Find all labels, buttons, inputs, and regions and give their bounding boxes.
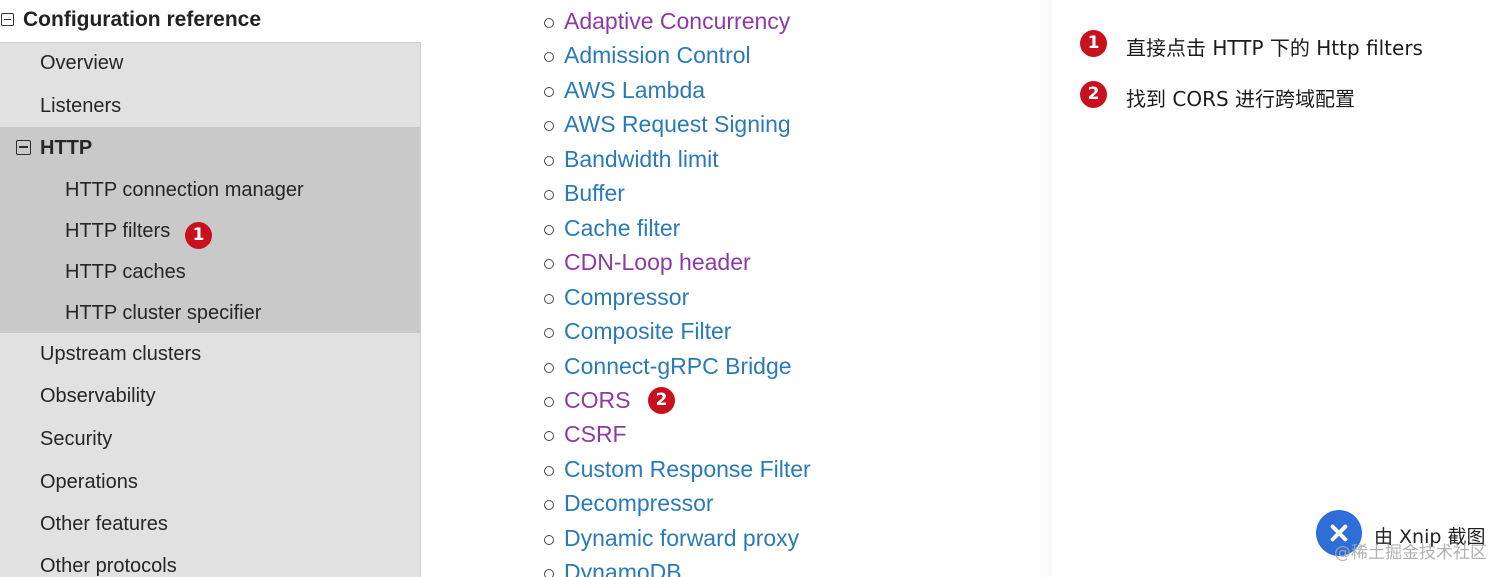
filter-link[interactable]: Dynamic forward proxy [564,524,800,551]
bullet-icon [544,328,554,339]
step-badge: 1 [1080,30,1107,57]
bullet-icon [544,431,554,442]
bullet-icon [544,465,554,476]
watermark-text: 由 Xnip 截图 [1374,526,1486,548]
bullet-icon [544,121,554,132]
filter-link[interactable]: Cache filter [564,214,681,241]
sidebar-item-label: Overview [40,52,124,74]
sidebar-item-label: Listeners [40,95,122,117]
annotation-panel [1052,0,1512,577]
sidebar-item-label: Other features [40,513,168,535]
bullet-icon [544,224,554,235]
watermark-subtext: @稀土掘金技术社区 [1334,543,1487,563]
filter-link[interactable]: AWS Lambda [564,76,706,103]
bullet-icon [544,18,554,28]
sidebar-item-label: HTTP cluster specifier [65,302,262,324]
sidebar-item-label: HTTP caches [65,261,186,283]
bullet-icon [544,362,554,373]
sidebar-item-label: HTTP connection manager [65,179,304,201]
filter-link[interactable]: CDN-Loop header [564,249,751,276]
bullet-icon [544,190,554,201]
collapse-icon[interactable] [16,140,31,155]
bullet-icon [544,52,554,63]
step-badge: 1 [185,222,212,249]
sidebar-item-label: Operations [40,471,138,493]
filter-link[interactable]: Composite Filter [564,318,732,345]
filter-link[interactable]: AWS Request Signing [564,111,791,138]
sidebar-item-label: Other protocols [40,555,177,577]
filter-link[interactable]: Decompressor [564,490,714,517]
bullet-icon [544,293,554,304]
bullet-icon [544,86,554,97]
sidebar-item-label: HTTP [40,137,93,159]
collapse-icon[interactable] [1,13,14,26]
filter-link[interactable]: Buffer [564,180,625,207]
filter-link[interactable]: CSRF [564,421,627,448]
sidebar-item-label: Upstream clusters [40,343,202,365]
filter-link[interactable]: Admission Control [564,42,751,69]
bullet-icon [544,155,554,166]
bullet-icon [544,396,554,407]
step-badge: 2 [1080,81,1107,108]
content-edge [1040,0,1052,577]
sidebar-title[interactable]: Configuration reference [23,8,262,31]
filter-link[interactable]: CORS [564,386,631,413]
bullet-icon [544,569,554,577]
annotation-text: 直接点击 HTTP 下的 Http filters [1126,36,1423,60]
xnip-logo-icon [1316,510,1362,556]
bullet-icon [544,500,554,511]
sidebar-item-label: Observability [40,385,156,407]
filter-link[interactable]: Compressor [564,283,690,310]
filter-link[interactable]: Adaptive Concurrency [564,8,791,34]
bullet-icon [544,259,554,270]
sidebar-item-label: HTTP filters [65,220,171,242]
filter-link[interactable]: Custom Response Filter [564,455,811,482]
annotation-text: 找到 CORS 进行跨域配置 [1126,87,1356,111]
sidebar: Configuration reference Overview Listene… [0,0,421,577]
sidebar-item-label: Security [40,428,113,450]
bullet-icon [544,534,554,545]
filter-link[interactable]: DynamoDB [564,559,682,577]
step-badge: 2 [648,386,675,414]
sidebar-header: Configuration reference [0,0,421,42]
filter-link[interactable]: Connect-gRPC Bridge [564,352,792,379]
filter-link[interactable]: Bandwidth limit [564,145,719,172]
